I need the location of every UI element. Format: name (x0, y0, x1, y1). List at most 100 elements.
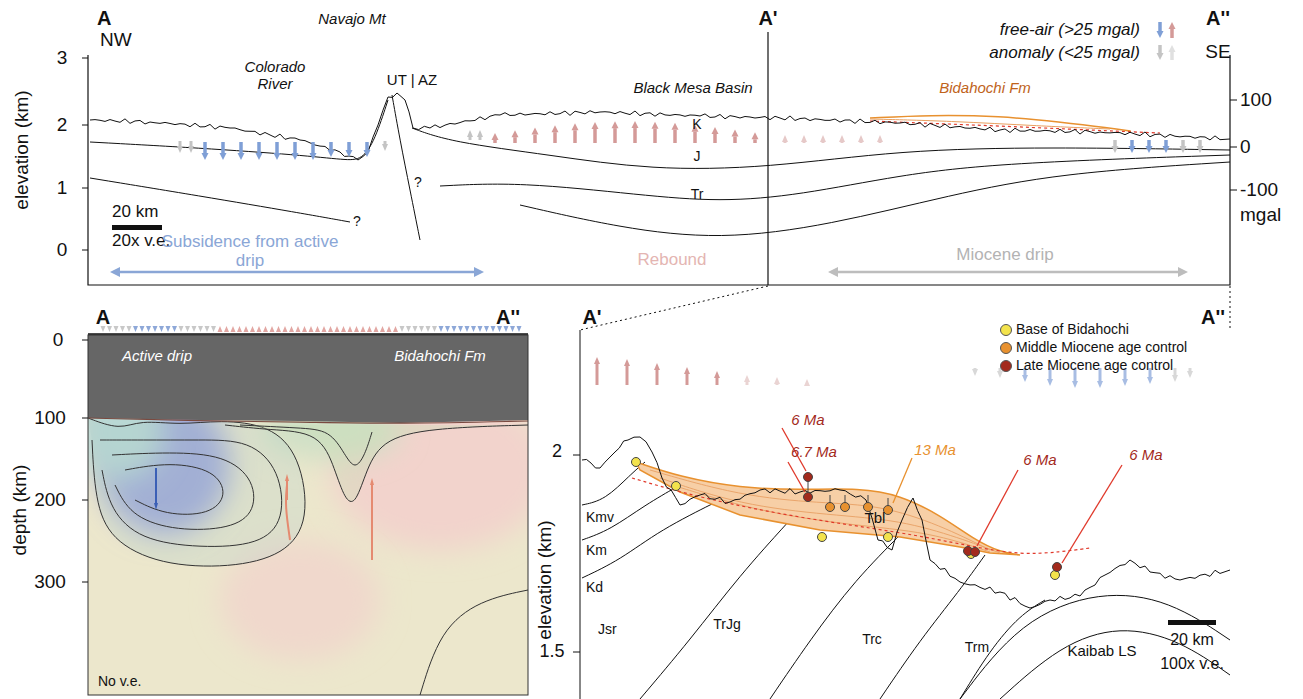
anomaly-arrow (311, 142, 315, 153)
anomaly-arrow (713, 134, 717, 143)
bidahochi-base (632, 478, 1090, 553)
anomaly-arrow-head (1112, 146, 1119, 153)
anomaly-arrow (1174, 368, 1177, 375)
age-control-dot (884, 533, 893, 542)
figure-label: J (694, 149, 701, 164)
anomaly-arrow-head (774, 377, 780, 384)
anomaly-arrow-head (1180, 146, 1187, 153)
anomaly-triangle (172, 326, 177, 332)
leader-line (893, 458, 912, 503)
anomaly-triangle (302, 326, 307, 332)
figure-label: 2 (552, 442, 562, 462)
anomaly-arrow (596, 364, 599, 385)
lithosphere-band (88, 335, 528, 423)
anomaly-triangle (159, 326, 164, 332)
anomaly-triangle (328, 326, 333, 332)
region-arrow (118, 271, 476, 274)
legend-arrow-sample (1170, 52, 1174, 60)
anomaly-arrow-head (572, 123, 579, 130)
anomaly-arrow (257, 142, 261, 153)
figure-label: Kaibab LS (1067, 643, 1136, 660)
anomaly-arrow (753, 139, 757, 143)
figure-label: 100 (34, 408, 66, 429)
anomaly-triangle (263, 326, 268, 332)
leader-line (977, 470, 1018, 546)
anomaly-arrow-head (744, 375, 750, 382)
anomaly-arrow-head (654, 363, 660, 370)
anomaly-arrow (593, 129, 597, 143)
anomaly-triangle (218, 326, 223, 332)
anomaly-triangle (244, 326, 249, 332)
axis-line (580, 330, 581, 699)
figure-label: A' (582, 306, 601, 328)
legend-text: Base of Bidahochi (1016, 322, 1129, 337)
anomaly-triangle (445, 326, 450, 332)
anomaly-triangle (166, 326, 171, 332)
anomaly-arrow-head (477, 130, 483, 137)
top-section (82, 22, 1237, 330)
anomaly-arrow-head (877, 135, 883, 142)
figure-label: Navajo Mt (318, 11, 386, 28)
anomaly-arrow (841, 142, 844, 143)
anomaly-arrow-head (672, 123, 679, 130)
tomography-panel (75, 326, 550, 695)
anomaly-arrow-head (839, 135, 845, 142)
topography-line (582, 437, 1230, 608)
age-control-dot (818, 533, 827, 542)
anomaly-triangle (309, 326, 314, 332)
anomaly-triangle (237, 326, 242, 332)
anomaly-arrow-head (1097, 381, 1103, 388)
figure-label: 6.7 Ma (791, 444, 837, 461)
contour-line (225, 425, 528, 501)
figure-label: 20 km (112, 203, 158, 222)
anomaly-arrow-head (592, 122, 599, 129)
figure-label: A'' (496, 306, 520, 328)
figure-label: depth (km) (10, 465, 31, 556)
age-control-dot (804, 493, 813, 502)
scale-bar (1168, 620, 1216, 625)
anomaly-triangle (465, 326, 470, 332)
bidahochi-body (636, 462, 1020, 555)
section-break (767, 32, 768, 285)
stratum-line (1000, 631, 1230, 699)
anomaly-arrow (329, 142, 333, 150)
anomaly-triangle (484, 326, 489, 332)
anomaly-arrow (1147, 140, 1151, 146)
region-arrow-head (828, 267, 838, 277)
anomaly-triangle (133, 326, 138, 332)
legend-swatch (1000, 360, 1012, 372)
fold-line (392, 95, 420, 240)
anomaly-arrow-head (1197, 146, 1204, 153)
anomaly-arrow (1113, 140, 1117, 146)
stratum-line (440, 155, 1230, 200)
figure-label: Active drip (122, 348, 192, 365)
anomaly-triangle (406, 326, 411, 332)
figure-label: Tbl (865, 510, 886, 527)
anomaly-arrow (1189, 368, 1192, 371)
figure-label: 0 (53, 330, 64, 351)
anomaly-arrow-head (532, 128, 539, 135)
anomaly-arrow (653, 129, 657, 143)
stratum-line (880, 555, 985, 699)
anomaly-arrow-head (684, 367, 690, 374)
axis-tick (82, 582, 88, 583)
anomaly-arrow-head (782, 135, 788, 142)
age-control-dot (971, 548, 980, 557)
anomaly-triangle (283, 326, 288, 332)
anomaly-arrow (1181, 140, 1185, 146)
stratum-line (960, 600, 1045, 699)
anomaly-arrow-head (346, 150, 353, 157)
anomaly-triangle (257, 326, 262, 332)
figure-label: 1.5 (539, 642, 564, 662)
anomaly-triangle (367, 326, 372, 332)
anomaly-triangle (205, 326, 210, 332)
axis-tick (82, 500, 88, 501)
bidahochi-layer (660, 478, 1000, 553)
figure-label: 6 Ma (1129, 447, 1162, 464)
flow-arrow (371, 485, 373, 560)
flow-arrow-head (285, 474, 289, 481)
axis-tick (82, 188, 88, 189)
anomaly-triangle (140, 326, 145, 332)
panel-frame (88, 55, 1230, 285)
anomaly-triangle (250, 326, 255, 332)
